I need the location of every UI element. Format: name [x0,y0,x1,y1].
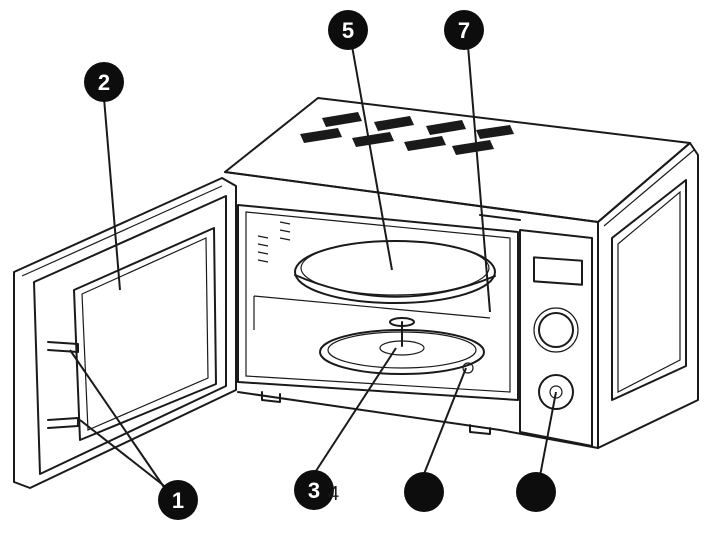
leader-3 [314,348,396,474]
control-panel [480,215,592,446]
leader-4 [424,368,466,474]
callout-4 [404,472,444,512]
callout-1-label: 1 [172,488,184,513]
callout-1: 1 [158,480,198,520]
callout-2-label: 2 [98,70,110,95]
callout-7-label: 7 [458,18,470,43]
callout-7: 7 [444,10,484,50]
glass-tray [295,241,495,303]
leader-7 [468,46,490,312]
callout-5-label: 5 [342,18,354,43]
callout-6 [516,472,556,512]
leader-2 [104,98,120,290]
roller-ring [320,318,484,374]
callout-3-label: 3 [308,478,320,503]
callout-5: 5 [328,10,368,50]
oven-door [14,178,236,488]
stray-label-4: 4 [328,483,339,505]
leader-6 [540,392,556,476]
callout-2: 2 [84,62,124,102]
leader-5 [352,46,392,270]
